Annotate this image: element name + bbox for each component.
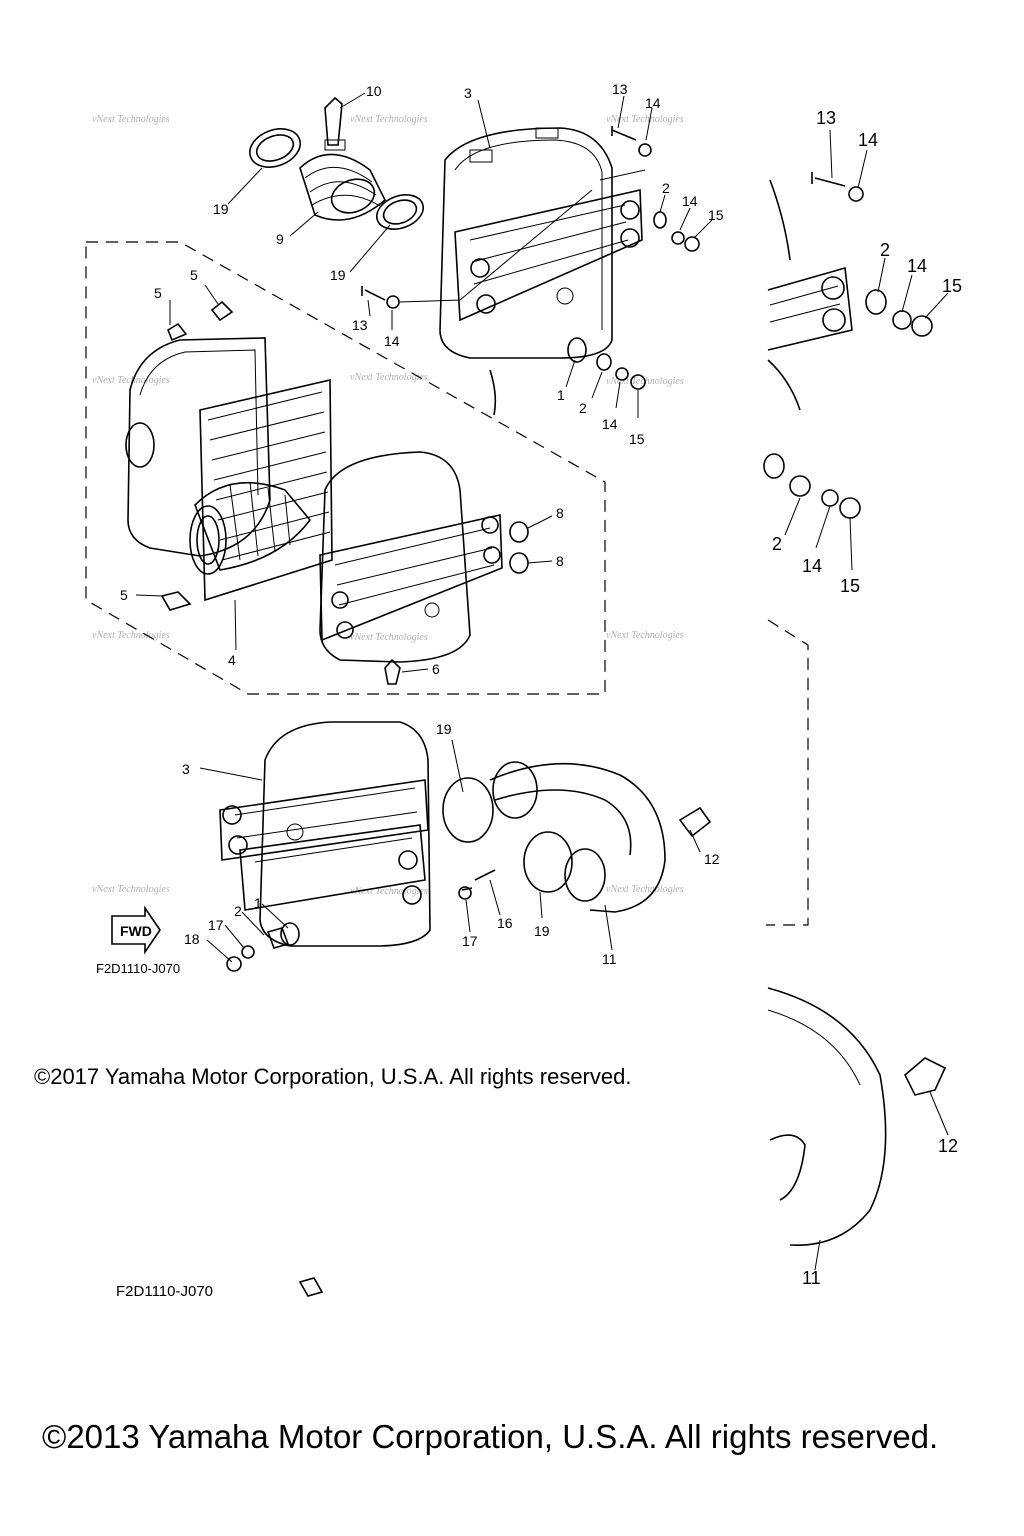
callout-15: 15	[708, 207, 724, 223]
callout-19: 19	[436, 721, 452, 737]
fastener-group-top	[361, 126, 700, 390]
detail-boundary	[766, 619, 809, 926]
watermark: vNext Technologies	[350, 886, 428, 897]
callout-13: 13	[816, 108, 836, 128]
callout-14: 14	[858, 130, 878, 150]
callout-14: 14	[802, 556, 822, 576]
callout-9: 9	[276, 231, 284, 247]
callout-14: 14	[384, 333, 400, 349]
intake-elbow-detail	[298, 987, 947, 1297]
callout-17: 17	[462, 933, 478, 949]
watermark: vNext Technologies	[350, 632, 428, 643]
callout-15: 15	[629, 431, 645, 447]
callout-2: 2	[772, 534, 782, 554]
callout-5: 5	[120, 587, 128, 603]
callout-3: 3	[182, 761, 190, 777]
callout-17: 17	[208, 917, 224, 933]
watermark: vNext Technologies	[92, 114, 170, 125]
callout-13: 13	[352, 317, 368, 333]
callout-19: 19	[534, 923, 550, 939]
callout-5: 5	[154, 285, 162, 301]
callout-10: 10	[366, 83, 382, 99]
callout-labels: 10 3 13 14 19 9 2 14 15 19 5 5 13 14 1 2…	[120, 81, 962, 1288]
air-box-flange-detail	[767, 179, 853, 411]
callout-8: 8	[556, 505, 564, 521]
callout-12: 12	[704, 851, 720, 867]
callout-11: 11	[602, 951, 617, 967]
watermark: vNext Technologies	[606, 114, 684, 125]
watermark: vNext Technologies	[92, 375, 170, 386]
callout-5: 5	[190, 267, 198, 283]
watermark: vNext Technologies	[92, 884, 170, 895]
air-box-case-bottom	[219, 721, 431, 947]
diagram-code: F2D1110-J070	[96, 961, 181, 976]
callout-1: 1	[557, 387, 565, 403]
callout-19: 19	[330, 267, 346, 283]
watermark-group: vNext Technologies vNext Technologies vN…	[92, 114, 684, 897]
watermark: vNext Technologies	[606, 630, 684, 641]
callout-12: 12	[938, 1136, 958, 1156]
callout-14: 14	[602, 416, 618, 432]
callout-6: 6	[432, 661, 440, 677]
watermark: vNext Technologies	[350, 114, 428, 125]
callout-4: 4	[228, 652, 236, 668]
joint-assembly-top	[249, 96, 425, 230]
callout-11: 11	[802, 1268, 821, 1288]
callout-15: 15	[942, 276, 962, 296]
callout-2: 2	[662, 180, 670, 196]
callout-13: 13	[612, 81, 628, 97]
callout-14: 14	[645, 95, 661, 111]
callout-16: 16	[497, 915, 513, 931]
fwd-arrow: FWD	[111, 905, 161, 955]
leader-lines	[135, 92, 949, 1271]
callout-19: 19	[213, 201, 229, 217]
callout-3: 3	[464, 85, 472, 101]
callout-18: 18	[184, 931, 200, 947]
callout-15: 15	[840, 576, 860, 596]
filter-assembly-exploded	[125, 300, 529, 685]
fwd-label: FWD	[120, 923, 152, 939]
callout-8: 8	[556, 553, 564, 569]
watermark: vNext Technologies	[606, 884, 684, 895]
callout-14: 14	[907, 256, 927, 276]
intake-elbow-assembly	[226, 761, 712, 972]
callout-2: 2	[579, 400, 587, 416]
watermark: vNext Technologies	[92, 630, 170, 641]
fastener-group-detail	[763, 172, 933, 519]
callout-14: 14	[682, 193, 698, 209]
copyright-notice: ©2013 Yamaha Motor Corporation, U.S.A. A…	[42, 1418, 939, 1455]
callout-2: 2	[234, 903, 242, 919]
watermark: vNext Technologies	[350, 372, 428, 383]
callout-2: 2	[880, 240, 890, 260]
callout-1: 1	[254, 895, 262, 911]
diagram-code: F2D1110-J070	[116, 1283, 214, 1300]
copyright-notice: ©2017 Yamaha Motor Corporation, U.S.A. A…	[34, 1064, 632, 1089]
air-box-case-top	[439, 127, 643, 416]
